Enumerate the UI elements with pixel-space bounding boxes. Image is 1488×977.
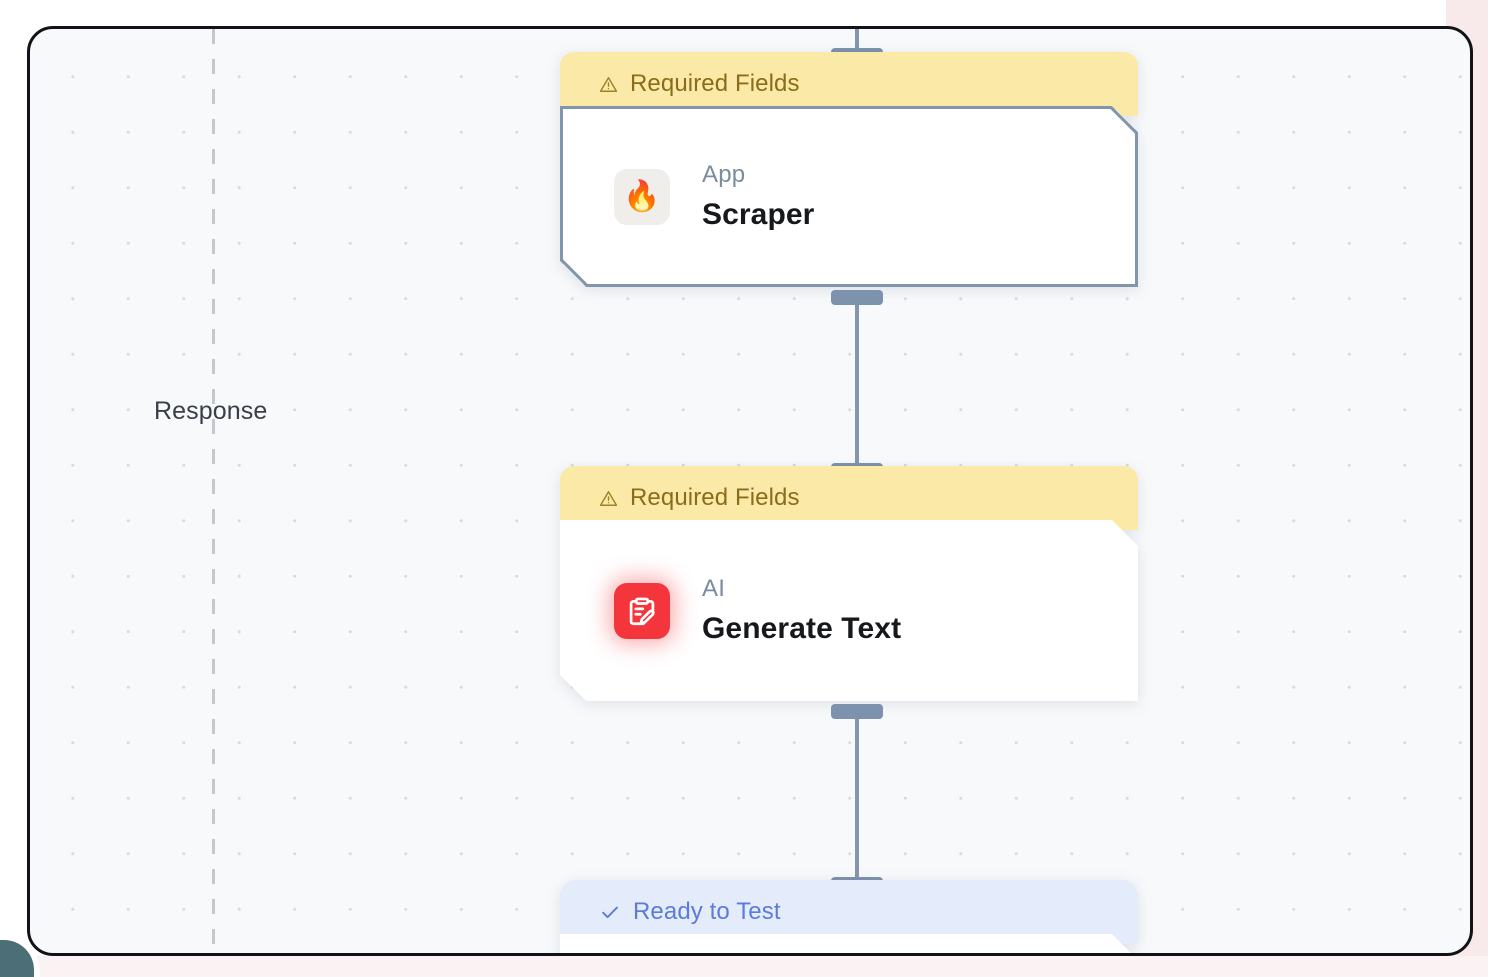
status-badge-required-fields[interactable]: Required Fields — [560, 466, 1138, 530]
status-badge-ready-to-test[interactable]: Ready to Test — [560, 880, 1138, 944]
connector-handle-top[interactable] — [831, 704, 883, 719]
status-badge-label: Ready to Test — [633, 898, 781, 925]
node-kind-label: App — [702, 161, 746, 188]
page-backdrop-bottom — [0, 956, 1488, 977]
connector-generate-text-to-ready[interactable] — [831, 704, 883, 892]
workflow-node-generate-text[interactable]: Required Fields AI Generate Text — [560, 466, 1138, 701]
page-backdrop-corner-accent — [0, 940, 34, 977]
warning-triangle-icon — [599, 489, 618, 508]
connector-line — [855, 29, 859, 59]
node-card-body[interactable] — [560, 934, 1138, 956]
node-text-block: App Scraper — [702, 161, 814, 232]
workflow-node-ready-to-test[interactable]: Ready to Test — [560, 880, 1138, 956]
lane-divider-dashed-line — [212, 29, 215, 953]
node-text-block: AI Generate Text — [702, 575, 901, 646]
fire-emoji-icon: 🔥 — [614, 169, 670, 225]
node-card-body[interactable]: 🔥 App Scraper — [560, 106, 1138, 287]
node-card-body[interactable]: AI Generate Text — [560, 520, 1138, 701]
node-title-label: Generate Text — [702, 612, 902, 645]
connector-handle-top[interactable] — [831, 290, 883, 305]
status-badge-required-fields[interactable]: Required Fields — [560, 52, 1138, 116]
fire-emoji-glyph: 🔥 — [623, 179, 661, 213]
clipboard-pencil-icon — [614, 583, 670, 639]
warning-triangle-icon — [599, 75, 618, 94]
workflow-node-scraper[interactable]: Required Fields 🔥 App Scraper — [560, 52, 1138, 287]
lane-label-response: Response — [154, 397, 268, 425]
check-icon — [599, 901, 621, 923]
status-badge-label: Required Fields — [630, 70, 800, 97]
status-badge-label: Required Fields — [630, 484, 800, 511]
node-kind-label: AI — [702, 575, 726, 602]
connector-line — [855, 294, 859, 474]
node-title-label: Scraper — [702, 198, 815, 231]
connector-scraper-to-generate-text[interactable] — [831, 290, 883, 478]
node-chamfer-bottom-left — [560, 258, 590, 288]
connector-line — [855, 708, 859, 888]
workflow-canvas[interactable]: Response Required Fields — [27, 26, 1473, 956]
